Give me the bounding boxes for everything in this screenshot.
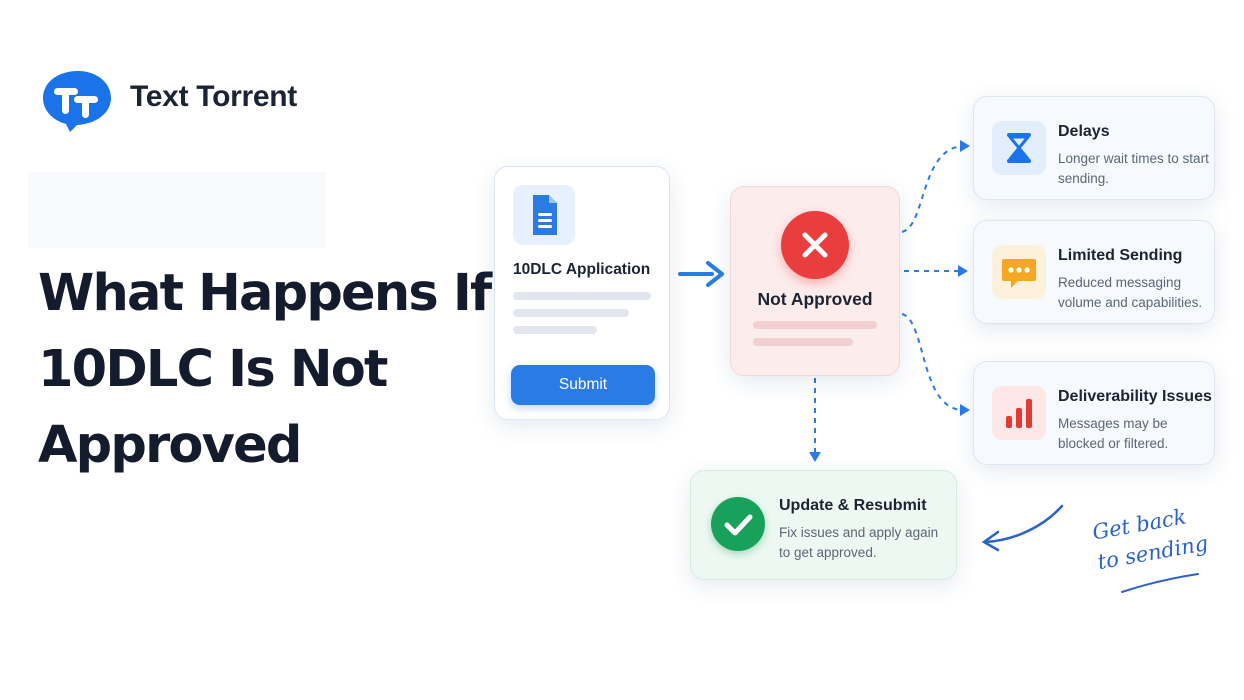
resubmit-description: Fix issues and apply again to get approv… (779, 525, 939, 560)
placeholder-line (513, 292, 651, 300)
page-title: What Happens If 10DLC Is Not Approved (38, 256, 492, 484)
outcome-title: Deliverability Issues (1058, 388, 1212, 405)
application-card: 10DLC Application Submit (494, 166, 670, 420)
outcome-title: Limited Sending (1058, 247, 1183, 264)
not-approved-card: Not Approved (730, 186, 900, 376)
arrow-to-not-approved (678, 261, 724, 287)
resubmit-title: Update & Resubmit (779, 497, 927, 514)
outcome-card-limited-sending: Limited Sending Reduced messaging volume… (973, 220, 1215, 324)
outcome-card-delays: Delays Longer wait times to start sendin… (973, 96, 1215, 200)
placeholder-line (513, 326, 597, 334)
chat-bubble-icon-box (992, 245, 1046, 299)
header-placeholder-block (28, 172, 326, 248)
bar-chart-icon (1006, 399, 1032, 428)
submit-button[interactable]: Submit (511, 365, 655, 405)
outcome-description: Longer wait times to start sending. (1058, 151, 1209, 186)
outcome-card-deliverability-issues: Deliverability Issues Messages may be bl… (973, 361, 1215, 465)
document-icon-box (513, 185, 575, 245)
handwritten-note: Get back to sending (1090, 499, 1210, 577)
placeholder-line (513, 309, 629, 317)
resubmit-card: Update & Resubmit Fix issues and apply a… (690, 470, 957, 580)
outcome-title: Delays (1058, 123, 1110, 140)
title-line-2: 10DLC Is Not (38, 340, 388, 399)
check-circle-icon (711, 497, 765, 551)
not-approved-title: Not Approved (757, 289, 873, 309)
hourglass-icon-box (992, 121, 1046, 175)
placeholder-line (753, 338, 853, 346)
connector-delays (901, 145, 963, 233)
application-title: 10DLC Application (513, 261, 651, 278)
handwritten-return-arrow (981, 504, 1064, 552)
placeholder-line (753, 321, 877, 329)
bar-chart-icon-box (992, 386, 1046, 440)
outcome-description: Reduced messaging volume and capabilitie… (1058, 275, 1203, 310)
x-circle-icon (781, 211, 849, 279)
brand-name: Text Torrent (130, 80, 297, 113)
document-icon (533, 195, 557, 235)
handwritten-underline (1121, 573, 1199, 593)
connector-deliverability (901, 313, 963, 411)
hourglass-icon (1007, 133, 1031, 163)
chat-bubble-icon (1002, 259, 1036, 288)
speech-bubble-logo-icon (43, 71, 111, 132)
outcome-description: Messages may be blocked or filtered. (1058, 416, 1169, 451)
title-line-3: Approved (38, 416, 302, 475)
title-line-1: What Happens If (38, 264, 492, 323)
